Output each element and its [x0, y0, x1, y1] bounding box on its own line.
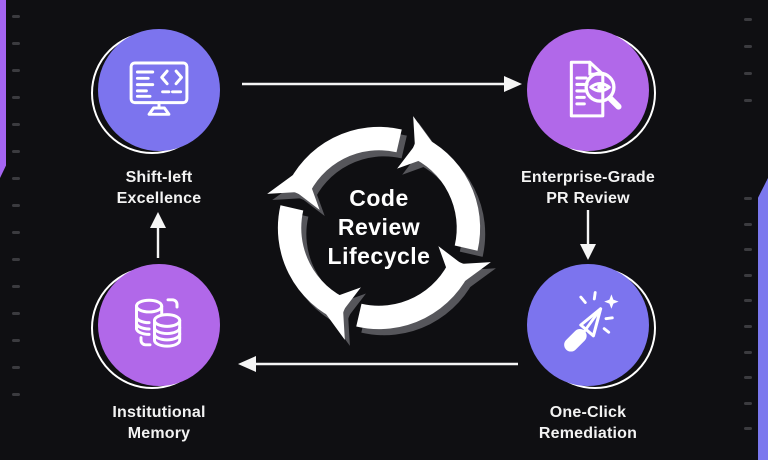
label-line: PR Review: [546, 190, 630, 207]
decorative-dash: [12, 123, 20, 126]
magic-pen-icon: [564, 291, 619, 352]
decorative-dash: [12, 69, 20, 72]
decorative-dash: [744, 427, 752, 431]
database-stacks-icon: [135, 298, 182, 348]
decorative-dash: [744, 99, 752, 102]
decorative-dash: [12, 366, 20, 369]
decorative-dash: [744, 222, 752, 226]
decorative-dash: [744, 376, 752, 380]
decorative-dash: [12, 42, 20, 45]
node-enterprise-grade-pr-review: Enterprise-Grade PR Review: [493, 29, 683, 209]
arrow-bottom-left-icon: [238, 356, 518, 372]
arrow-left-up-icon: [150, 212, 166, 258]
title-line: Code: [349, 185, 409, 211]
node-label-pr-review: Enterprise-Grade PR Review: [493, 167, 683, 209]
decorative-dash: [12, 15, 20, 18]
decorative-dash: [744, 401, 752, 405]
decorative-dash: [12, 339, 20, 342]
node-circle-shift-left: [98, 29, 220, 151]
decorative-dash: [744, 248, 752, 252]
node-shift-left-excellence: Shift-left Excellence: [64, 29, 254, 209]
node-label-memory: Institutional Memory: [64, 402, 254, 444]
decorative-dash: [744, 18, 752, 21]
decorative-dash: [744, 350, 752, 354]
decorative-dash: [12, 204, 20, 207]
node-circle-remediation: [527, 264, 649, 386]
decorative-dash: [12, 312, 20, 315]
decorative-dash: [744, 197, 752, 200]
label-line: Shift-left: [125, 169, 193, 186]
document-search-icon: [569, 60, 622, 118]
arrow-top-right-icon: [242, 76, 522, 92]
node-label-shift-left: Shift-left Excellence: [64, 167, 254, 209]
decorative-dash: [744, 299, 752, 303]
title-line: Review: [337, 214, 421, 240]
decorative-dash: [12, 150, 20, 153]
label-line: One-Click: [549, 404, 627, 421]
decorative-dash: [12, 96, 20, 99]
node-circle-memory: [98, 264, 220, 386]
title-line: Lifecycle: [327, 243, 431, 269]
node-one-click-remediation: One-Click Remediation: [493, 264, 683, 444]
decorative-dash: [744, 273, 752, 277]
node-institutional-memory: Institutional Memory: [64, 264, 254, 444]
node-circle-pr-review: [527, 29, 649, 151]
label-line: Excellence: [116, 190, 202, 207]
label-line: Memory: [127, 425, 191, 442]
label-line: Institutional: [112, 404, 206, 421]
decorative-dash: [744, 45, 752, 48]
decorative-dash: [744, 325, 752, 328]
monitor-code-icon: [129, 61, 189, 116]
label-line: Remediation: [538, 425, 638, 442]
arrow-right-down-icon: [580, 210, 596, 260]
decorative-dash: [744, 72, 752, 75]
diagram-title: Code Review Lifecycle: [269, 184, 489, 271]
label-line: Enterprise-Grade: [521, 169, 655, 186]
left-edge-accent-strip: [0, 0, 6, 178]
decorative-dash: [12, 393, 20, 396]
decorative-dash: [12, 285, 20, 288]
decorative-dash: [12, 231, 20, 234]
right-edge-accent-strip: [758, 178, 768, 460]
decorative-dash: [12, 258, 20, 261]
node-label-remediation: One-Click Remediation: [493, 402, 683, 444]
decorative-dash: [12, 177, 20, 180]
